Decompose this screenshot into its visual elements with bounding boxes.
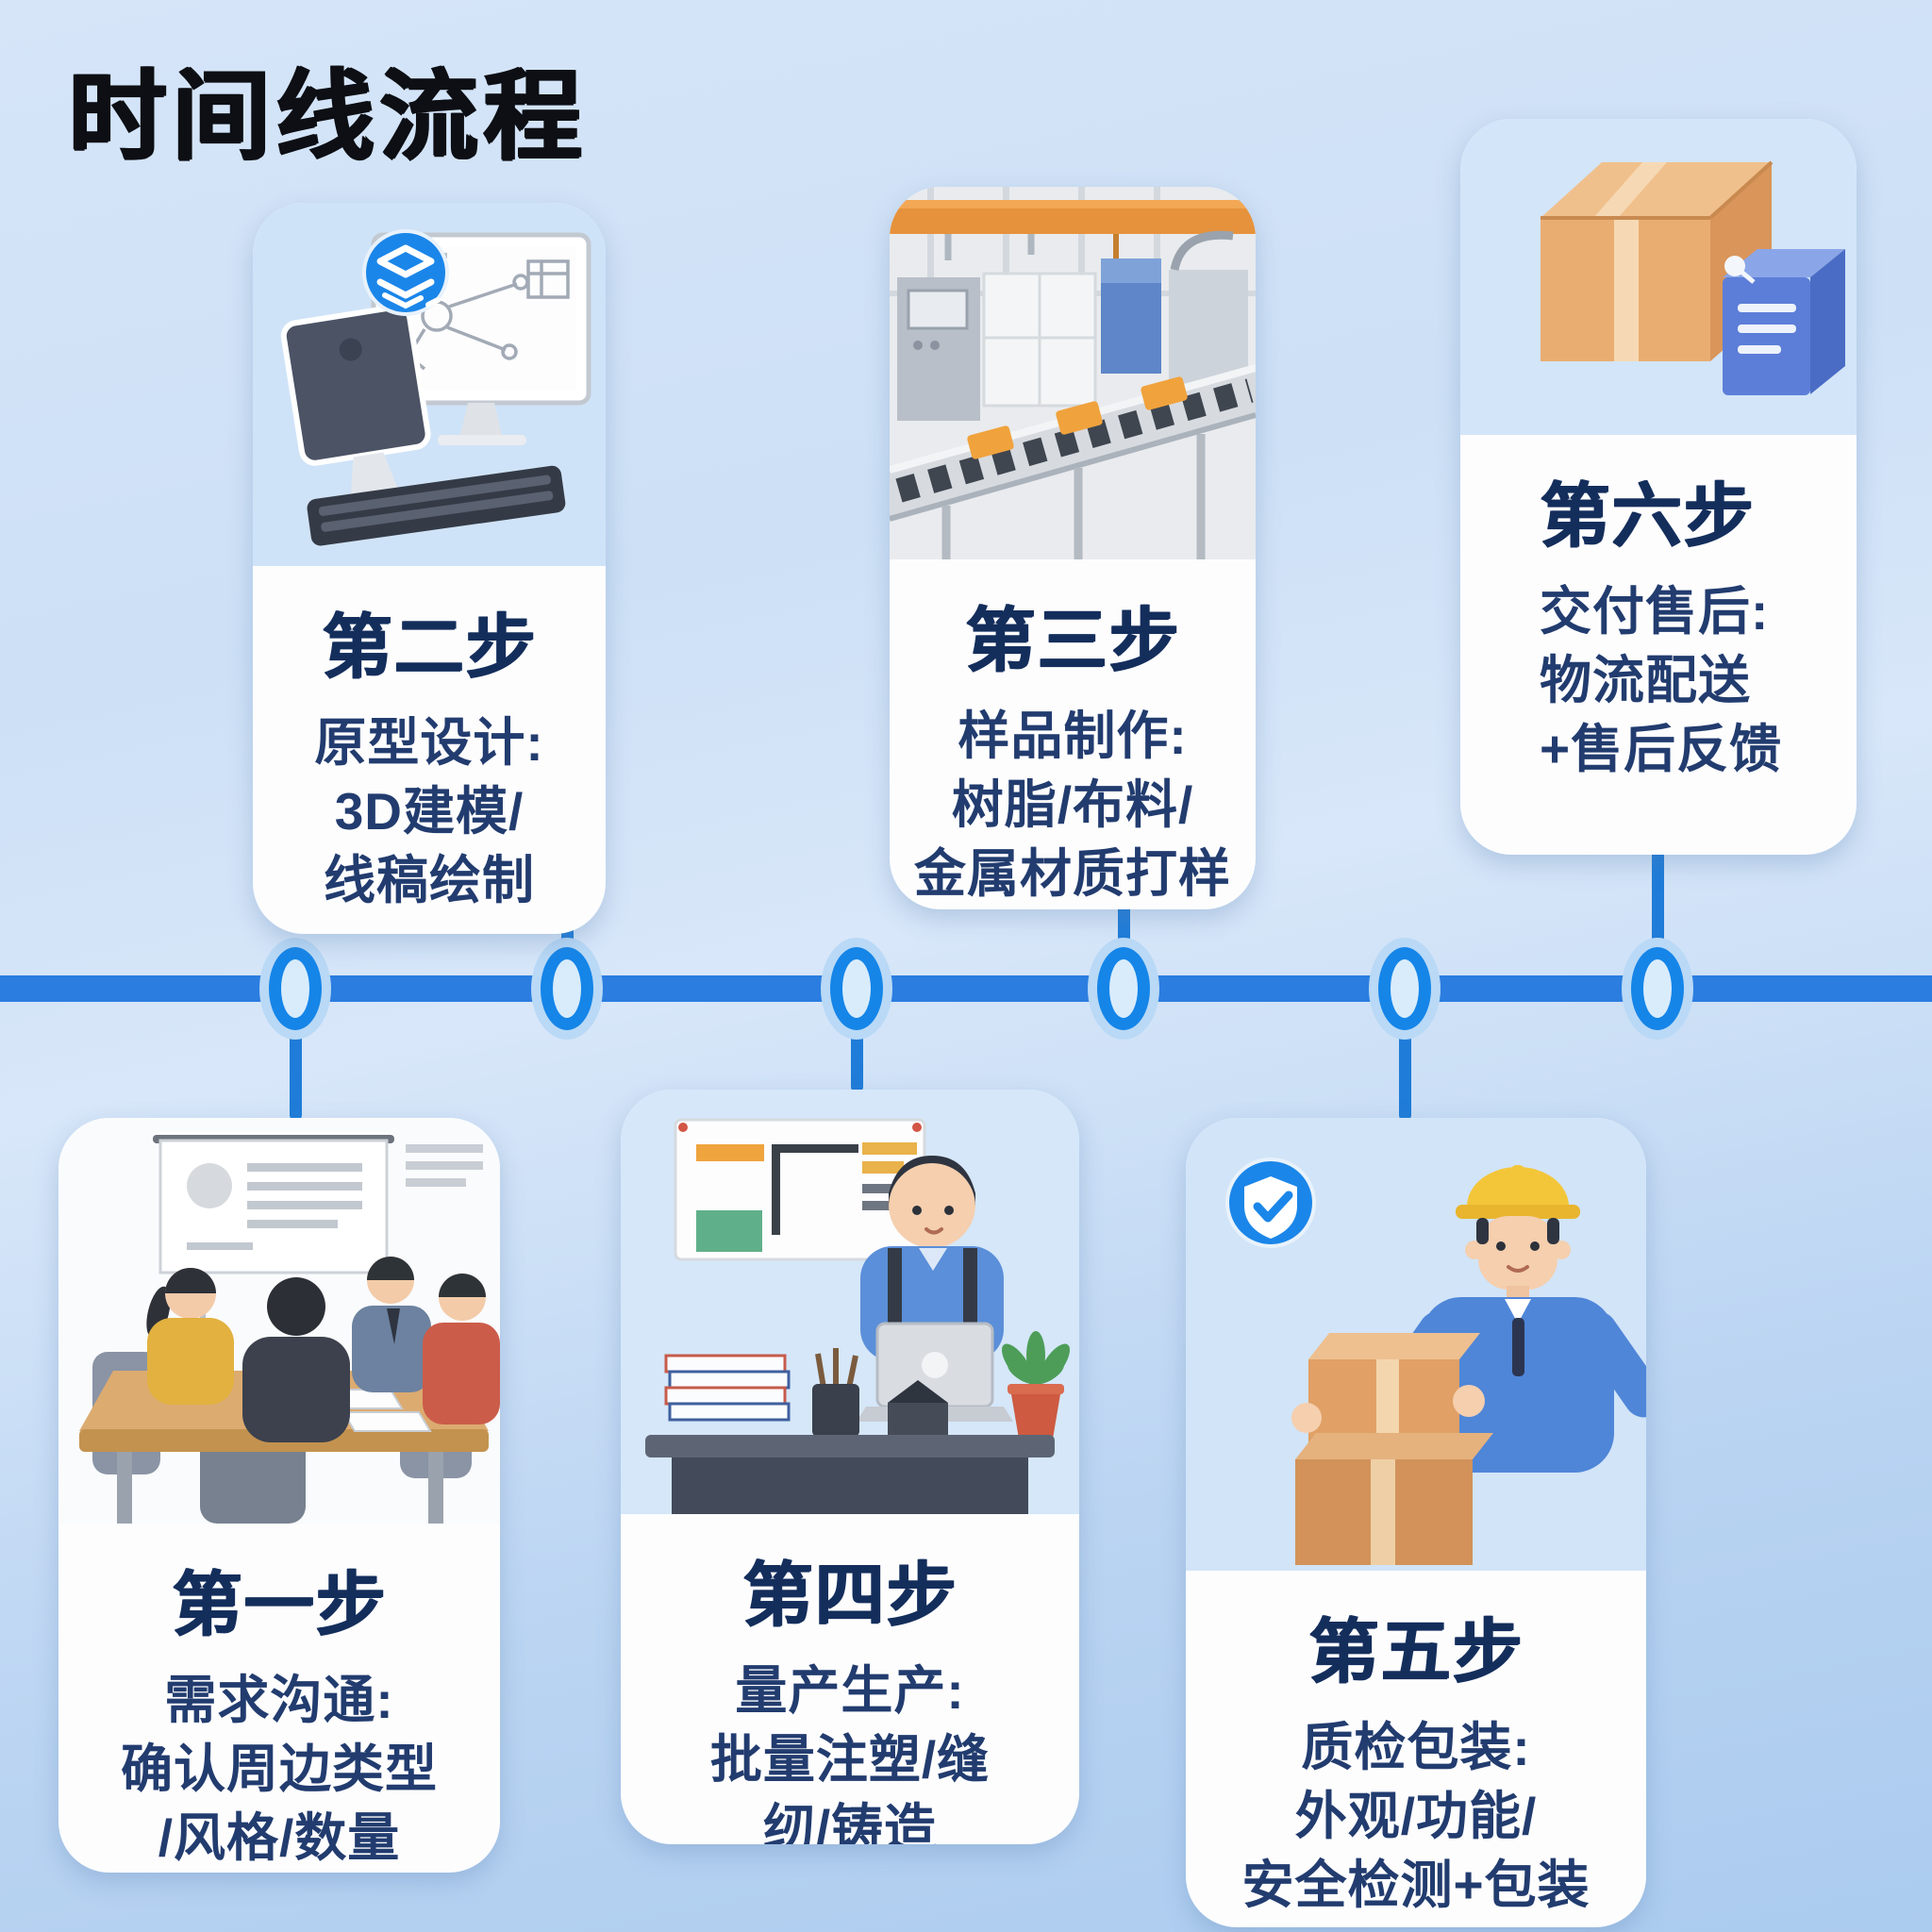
step-card-2: 第二步 原型设计: 3D建模/ 线稿绘制 bbox=[253, 203, 606, 934]
step-title: 第一步 bbox=[172, 1565, 387, 1643]
step-card-1: 第一步 需求沟通: 确认周边类型 /风格/数量 bbox=[58, 1118, 500, 1873]
qc-packing-worker-illustration bbox=[1186, 1118, 1646, 1571]
step-description-line: /风格/数量 bbox=[158, 1808, 401, 1868]
factory-production-line-illustration bbox=[890, 187, 1256, 559]
timeline-node bbox=[1097, 947, 1150, 1030]
step-description: 质检包装: 外观/功能/ 安全检测+包装 bbox=[1186, 1713, 1646, 1920]
step-description-line: 需求沟通: bbox=[164, 1671, 394, 1729]
timeline-node bbox=[1631, 947, 1684, 1030]
step-title: 第五步 bbox=[1308, 1612, 1524, 1690]
layers-icon bbox=[362, 229, 449, 316]
step-title: 第三步 bbox=[965, 601, 1180, 679]
team-meeting-illustration bbox=[58, 1118, 500, 1524]
page-title: 时间线流程 bbox=[68, 62, 588, 172]
step-description-line: 3D建模/ bbox=[334, 782, 525, 841]
step-description: 量产生产: 批量注塑/缝 纫/铸造 bbox=[621, 1657, 1079, 1844]
step-description-line: 纫/铸造 bbox=[762, 1799, 938, 1844]
step-title: 第六步 bbox=[1540, 476, 1755, 555]
step-description-line: 量产生产: bbox=[735, 1661, 965, 1720]
step-description-line: 批量注塑/缝 bbox=[709, 1730, 991, 1790]
design-workstation-illustration bbox=[253, 203, 606, 566]
step-description-line: +售后反馈 bbox=[1540, 720, 1783, 779]
step-description-line: 确认周边类型 bbox=[120, 1740, 438, 1799]
step-description-line: 原型设计: bbox=[314, 713, 544, 772]
timeline-node bbox=[541, 947, 593, 1030]
office-desk-worker-illustration bbox=[621, 1090, 1079, 1514]
step-description: 样品制作: 树脂/布料/ 金属材质打样 bbox=[890, 702, 1256, 908]
step-description-line: 交付售后: bbox=[1540, 582, 1770, 641]
step-description-line: 金属材质打样 bbox=[913, 844, 1231, 904]
timeline-node bbox=[1378, 947, 1431, 1030]
step-title: 第二步 bbox=[322, 608, 537, 686]
step-card-3: 第三步 样品制作: 树脂/布料/ 金属材质打样 bbox=[890, 187, 1256, 909]
step-description: 交付售后: 物流配送 +售后反馈 bbox=[1460, 577, 1857, 784]
step-description-line: 物流配送 bbox=[1540, 651, 1752, 710]
step-description-line: 安全检测+包装 bbox=[1241, 1856, 1591, 1915]
timeline-bar bbox=[0, 975, 1932, 1002]
step-description: 原型设计: 3D建模/ 线稿绘制 bbox=[253, 708, 606, 915]
step-card-5: 第五步 质检包装: 外观/功能/ 安全检测+包装 bbox=[1186, 1118, 1646, 1927]
delivery-boxes-illustration bbox=[1460, 119, 1857, 435]
step-description-line: 线稿绘制 bbox=[323, 851, 535, 910]
timeline-node bbox=[830, 947, 883, 1030]
step-description-line: 树脂/布料/ bbox=[951, 775, 1194, 835]
shield-check-icon bbox=[1225, 1158, 1316, 1248]
step-card-4: 第四步 量产生产: 批量注塑/缝 纫/铸造 bbox=[621, 1090, 1079, 1844]
step-description-line: 样品制作: bbox=[958, 707, 1188, 765]
timeline-node bbox=[269, 947, 322, 1030]
step-description-line: 外观/功能/ bbox=[1294, 1787, 1538, 1846]
step-description-line: 质检包装: bbox=[1301, 1718, 1531, 1776]
step-card-6: 第六步 交付售后: 物流配送 +售后反馈 bbox=[1460, 119, 1857, 855]
step-title: 第四步 bbox=[742, 1556, 958, 1634]
step-description: 需求沟通: 确认周边类型 /风格/数量 bbox=[58, 1666, 500, 1873]
